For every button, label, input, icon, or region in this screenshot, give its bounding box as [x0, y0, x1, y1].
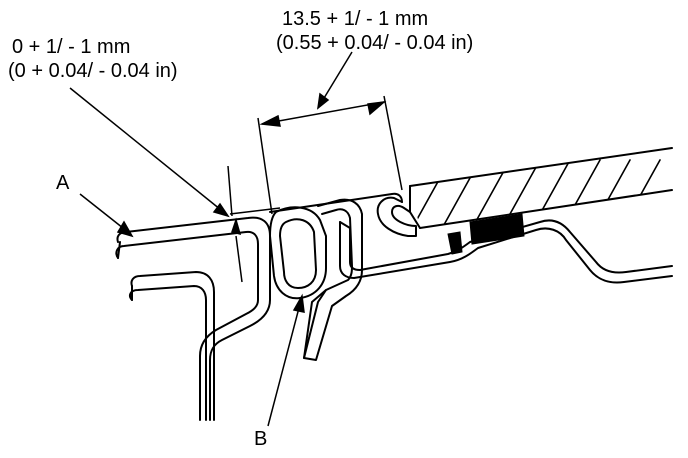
body-panel: [269, 147, 673, 237]
adhesive-tape: [447, 213, 525, 255]
panel-a: [115, 216, 271, 421]
roof-hatching: [410, 159, 672, 228]
leader-b: [267, 293, 305, 427]
panel-a-inner: [129, 271, 215, 421]
flush-tolerance-in-label: (0 + 0.04/ - 0.04 in): [8, 60, 178, 82]
callout-b: B: [254, 428, 268, 450]
gap-tolerance-in-label: (0.55 + 0.04/ - 0.04 in): [276, 32, 474, 54]
gap-dimension: [257, 51, 403, 215]
seal-b: [269, 198, 363, 361]
gap-tolerance-mm-label: 13.5 + 1/ - 1 mm: [282, 8, 429, 30]
flush-dimension: [69, 87, 281, 283]
leader-a: [79, 193, 134, 238]
callout-a: A: [56, 172, 70, 194]
flush-tolerance-mm-label: 0 + 1/ - 1 mm: [12, 36, 131, 58]
